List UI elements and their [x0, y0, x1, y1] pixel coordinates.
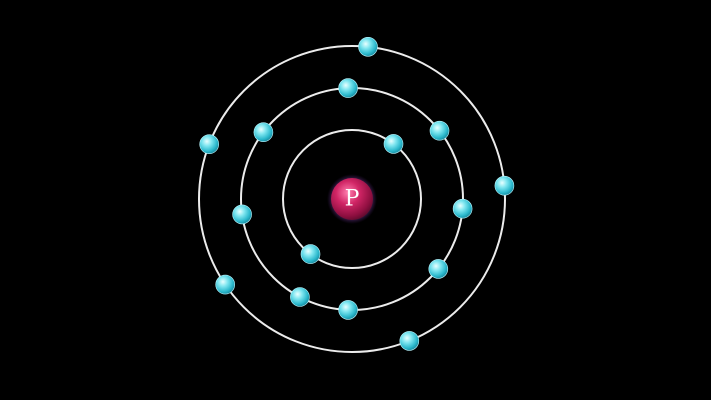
electron-shell-2-6 — [428, 259, 449, 279]
electron-shell-3-4 — [215, 274, 235, 295]
electrons — [199, 36, 515, 351]
electron-shell-2-7 — [452, 198, 473, 219]
nucleus: P — [327, 174, 377, 224]
electron-shell-3-5 — [399, 331, 420, 351]
electron-shell-2-8 — [429, 120, 450, 141]
electron-shell-2-3 — [232, 204, 252, 225]
electron-shell-2-1 — [338, 78, 358, 98]
electron-shell-2-2 — [253, 122, 274, 142]
nucleus-sphere — [331, 178, 373, 220]
electron-shell-1-1 — [383, 134, 404, 154]
electron-shell-3-3 — [494, 175, 515, 196]
electron-shell-2-5 — [338, 300, 358, 320]
electron-shell-3-1 — [358, 36, 378, 57]
nucleus-symbol: P — [345, 187, 360, 212]
electron-shell-3-2 — [199, 134, 219, 154]
electron-shell-1-2 — [300, 244, 321, 264]
electron-shell-2-4 — [290, 287, 310, 307]
orbit-1 — [282, 129, 422, 269]
orbit-3 — [198, 45, 506, 353]
